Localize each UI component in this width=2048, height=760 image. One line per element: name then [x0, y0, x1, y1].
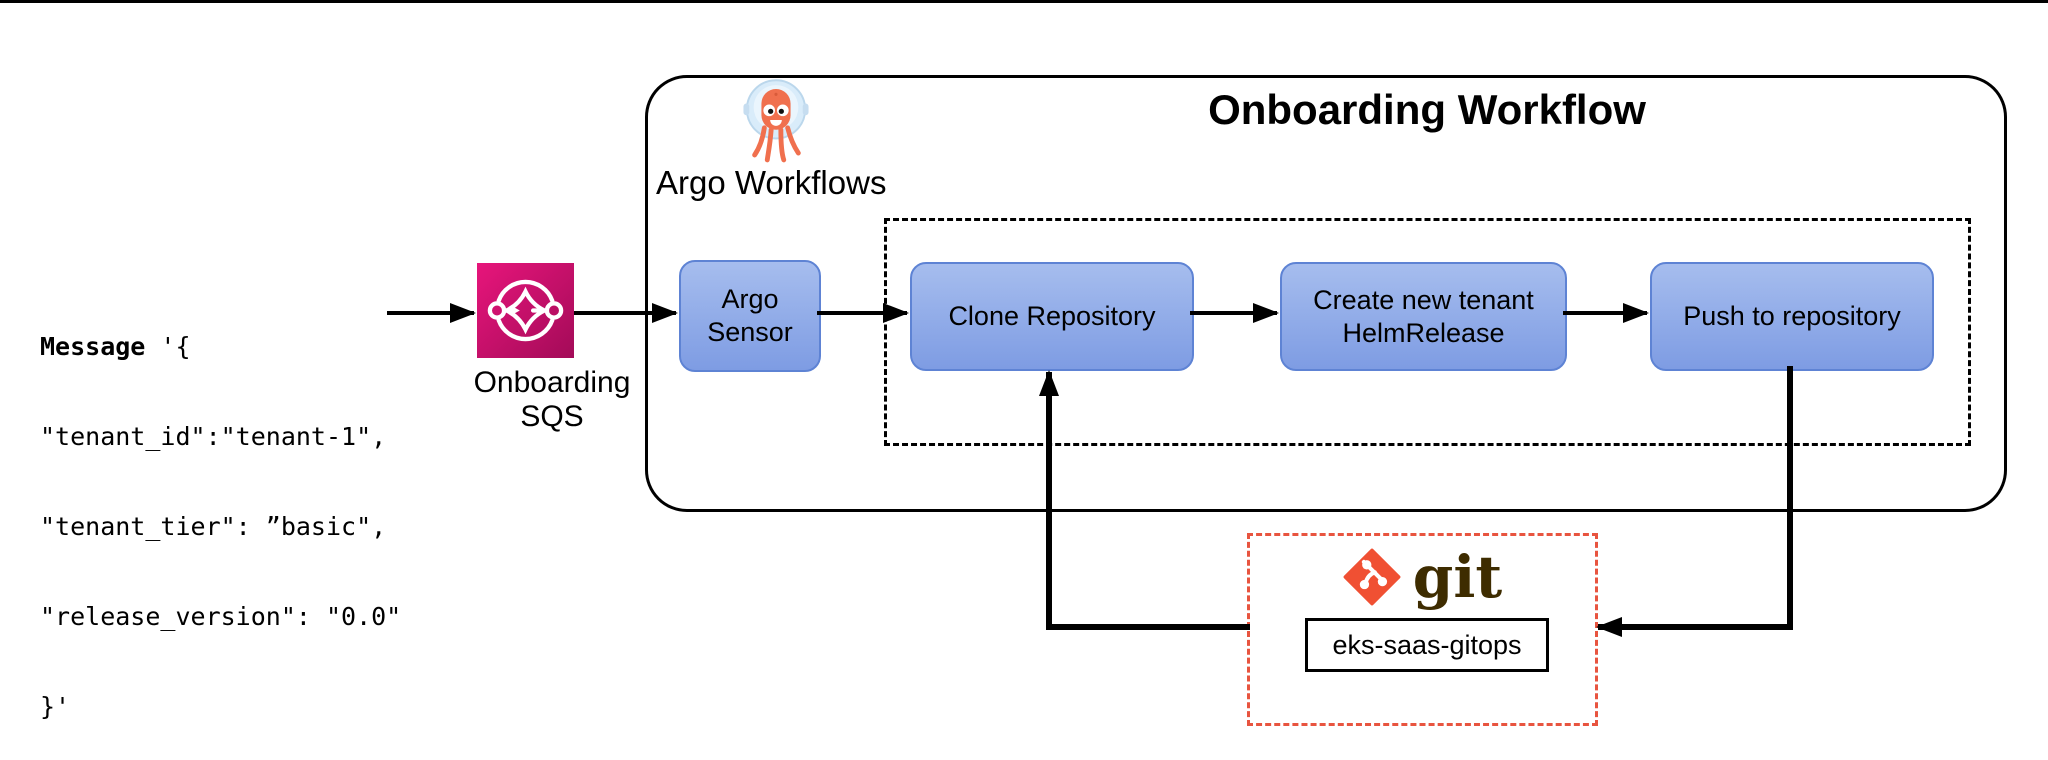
step-create-helmrelease: Create new tenant HelmRelease	[1280, 262, 1567, 371]
step-push-to-repository: Push to repository	[1650, 262, 1934, 371]
workflow-title: Onboarding Workflow	[1208, 86, 1646, 133]
message-line: "tenant_id":"tenant-1",	[40, 422, 387, 451]
message-line: Message '{	[40, 332, 401, 362]
message-line: "release_version": "0.0"	[40, 602, 402, 631]
workflow-steps-container	[884, 218, 1971, 446]
repo-name-box: eks-saas-gitops	[1305, 618, 1549, 672]
argo-workflows-label: Argo Workflows	[656, 164, 887, 201]
git-repo-container: git eks-saas-gitops	[1247, 533, 1598, 726]
message-keyword: Message	[40, 332, 146, 361]
git-logo: git	[1250, 546, 1595, 608]
message-line: "tenant_tier": ”basic",	[40, 512, 387, 541]
onboarding-workflow-container	[645, 75, 2007, 512]
argo-workflows-icon	[742, 76, 810, 168]
git-diamond-icon	[1343, 548, 1401, 606]
git-wordmark: git	[1412, 543, 1503, 611]
message-line1-rest: '{	[145, 332, 191, 361]
sqs-label: Onboarding SQS	[473, 366, 631, 433]
step-argo-sensor: Argo Sensor	[679, 260, 821, 372]
sqs-queue-icon	[477, 263, 574, 358]
top-border-line	[0, 0, 2048, 3]
sqs-glyph-icon	[487, 279, 564, 342]
message-line: }'	[40, 692, 71, 721]
sqs-message-text: Message '{ "tenant_id":"tenant-1", "tena…	[40, 272, 401, 760]
step-clone-repository: Clone Repository	[910, 262, 1194, 371]
